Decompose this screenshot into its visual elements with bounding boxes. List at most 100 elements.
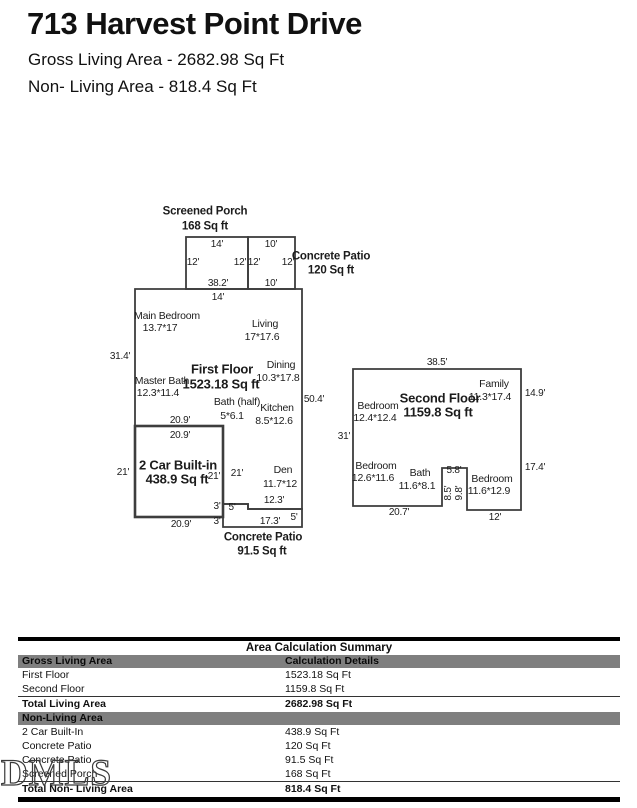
room-half-bath: Bath (half) xyxy=(213,395,261,408)
page-title: 713 Harvest Point Drive xyxy=(27,6,362,41)
area-calculation-table: Area Calculation Summary Gross Living Ar… xyxy=(18,637,620,802)
row-label: 2 Car Built-In xyxy=(22,726,84,738)
room-kitchen-size: 8.5*12.6 xyxy=(255,414,293,427)
first-floor-area: 1523.18 Sq ft xyxy=(182,376,260,392)
first-floor-label: First Floor xyxy=(190,361,254,377)
living-area-header-row: Gross Living Area Calculation Details xyxy=(18,655,620,668)
patio-top-label: Concrete Patio xyxy=(291,250,371,263)
room-dining-size: 10.3*17.8 xyxy=(256,371,300,384)
room-bath: Bath xyxy=(409,466,431,479)
row-value: 120 Sq Ft xyxy=(285,740,331,752)
dim-patio-bottom-right: 5' xyxy=(290,512,298,523)
dim2-notch-left: 8.5' xyxy=(443,485,454,501)
room-bedroom-3: Bedroom xyxy=(471,472,513,485)
room-den: Den xyxy=(273,463,293,476)
table-row: Second Floor 1159.8 Sq Ft xyxy=(18,682,620,696)
dmls-watermark: DMLS xyxy=(0,752,112,794)
calculation-details-header: Calculation Details xyxy=(285,655,379,667)
table-title: Area Calculation Summary xyxy=(245,642,393,654)
total-non-living-area-row: Total Non- Living Area 818.4 Sq Ft xyxy=(18,781,620,797)
dim-garage-top-inner: 20.9' xyxy=(169,430,191,441)
dim-house-bottom: 12.3' xyxy=(263,495,285,506)
row-label: Second Floor xyxy=(22,683,85,695)
dim2-bottom-right: 12' xyxy=(488,512,502,523)
dim-house-right: 50.4' xyxy=(303,394,325,405)
room-master-bath-size: 12.3*11.4 xyxy=(136,386,180,399)
table-bottom-rule xyxy=(18,797,620,802)
row-label: First Floor xyxy=(22,669,70,681)
dim-step-3b: 3' xyxy=(213,516,221,527)
dim-garage-right-outer: 21' xyxy=(230,468,244,479)
row-value: 91.5 Sq Ft xyxy=(285,754,334,766)
dim2-top-width: 38.5' xyxy=(426,357,448,368)
room-bedroom-1: Bedroom xyxy=(357,399,399,412)
room-den-size: 11.7*12 xyxy=(262,477,298,490)
dim2-right-lower: 17.4' xyxy=(524,462,546,473)
dim-garage-bottom: 20.9' xyxy=(170,519,192,530)
dim-patio-top: 10' xyxy=(264,239,278,250)
dim-porch-top: 14' xyxy=(210,239,224,250)
room-bath-size: 11.6*8.1 xyxy=(398,479,436,492)
dim2-notch-right: 9.8' xyxy=(454,485,465,501)
dim-garage-right-inner: 21' xyxy=(207,471,221,482)
dim-garage-left: 21' xyxy=(116,467,130,478)
room-half-bath-size: 5*6.1 xyxy=(220,409,244,422)
garage-label: 2 Car Built-in xyxy=(138,457,218,473)
room-bedroom-2: Bedroom xyxy=(355,459,397,472)
living-area-header: Gross Living Area xyxy=(22,655,113,667)
room-bedroom-3-size: 11.6*12.9 xyxy=(467,484,511,497)
non-living-area-header: Non-Living Area xyxy=(22,712,103,724)
porch-area: 168 Sq ft xyxy=(181,220,229,233)
room-master-bath: Master Bath xyxy=(134,374,190,387)
room-living: Living xyxy=(251,317,279,330)
room-family-size: 11.3*17.4 xyxy=(468,390,512,403)
dim-porch-right: 12' xyxy=(233,257,247,268)
concrete-patio-bottom-outline xyxy=(222,503,303,528)
porch-label: Screened Porch xyxy=(162,205,248,218)
room-dining: Dining xyxy=(266,358,296,371)
room-main-bedroom-size: 13.7*17 xyxy=(142,321,178,334)
total-label: Total Living Area xyxy=(22,698,107,710)
dim-house-left: 31.4' xyxy=(109,351,131,362)
total-living-area-row: Total Living Area 2682.98 Sq Ft xyxy=(18,696,620,712)
room-main-bedroom: Main Bedroom xyxy=(134,309,200,322)
patio-top-area: 120 Sq ft xyxy=(307,264,355,277)
row-value: 1523.18 Sq Ft xyxy=(285,669,351,681)
dim-garage-top-outer: 20.9' xyxy=(169,415,191,426)
room-bedroom-2-size: 12.6*11.6 xyxy=(351,471,395,484)
second-floor-outline xyxy=(352,368,522,511)
non-living-area-header-row: Non-Living Area xyxy=(18,712,620,725)
dim-house-top-width: 38.2' xyxy=(207,278,229,289)
total-label: Total Non- Living Area xyxy=(22,783,133,795)
dim-patio-bottom-width: 17.3' xyxy=(259,516,281,527)
total-value: 818.4 Sq Ft xyxy=(285,783,341,795)
row-label: Concrete Patio xyxy=(22,754,92,766)
garage-outline xyxy=(133,424,225,519)
room-kitchen: Kitchen xyxy=(260,401,294,414)
non-living-area-subtitle: Non- Living Area - 818.4 Sq Ft xyxy=(28,77,257,96)
dim2-notch-top: 5.8' xyxy=(446,465,462,476)
dim2-left: 31' xyxy=(337,431,351,442)
row-value: 438.9 Sq Ft xyxy=(285,726,340,738)
gross-living-area-subtitle: Gross Living Area - 2682.98 Sq Ft xyxy=(28,50,285,69)
table-top-rule xyxy=(18,637,620,641)
dim2-bottom-left: 20.7' xyxy=(388,507,410,518)
second-floor-label: Second Floor xyxy=(399,390,481,406)
dim-step-5a: 5' xyxy=(228,502,236,513)
second-floor-area: 1159.8 Sq ft xyxy=(403,404,473,420)
table-row: Screened Porch 168 Sq Ft xyxy=(18,767,620,781)
garage-area: 438.9 Sq ft xyxy=(145,471,209,487)
table-row: 2 Car Built-In 438.9 Sq Ft xyxy=(18,725,620,739)
row-value: 168 Sq Ft xyxy=(285,768,331,780)
patio-bottom-area: 91.5 Sq ft xyxy=(237,545,287,558)
dim-house-top-inner: 14' xyxy=(211,292,225,303)
table-row: Concrete Patio 120 Sq Ft xyxy=(18,739,620,753)
dim-step-3a: 3' xyxy=(213,501,221,512)
room-bedroom-1-size: 12.4*12.4 xyxy=(353,411,397,424)
dim-porch-left: 12' xyxy=(186,257,200,268)
row-label: Screened Porch xyxy=(22,768,98,780)
dim-patio-right: 12' xyxy=(281,257,295,268)
patio-bottom-label: Concrete Patio xyxy=(223,531,303,544)
